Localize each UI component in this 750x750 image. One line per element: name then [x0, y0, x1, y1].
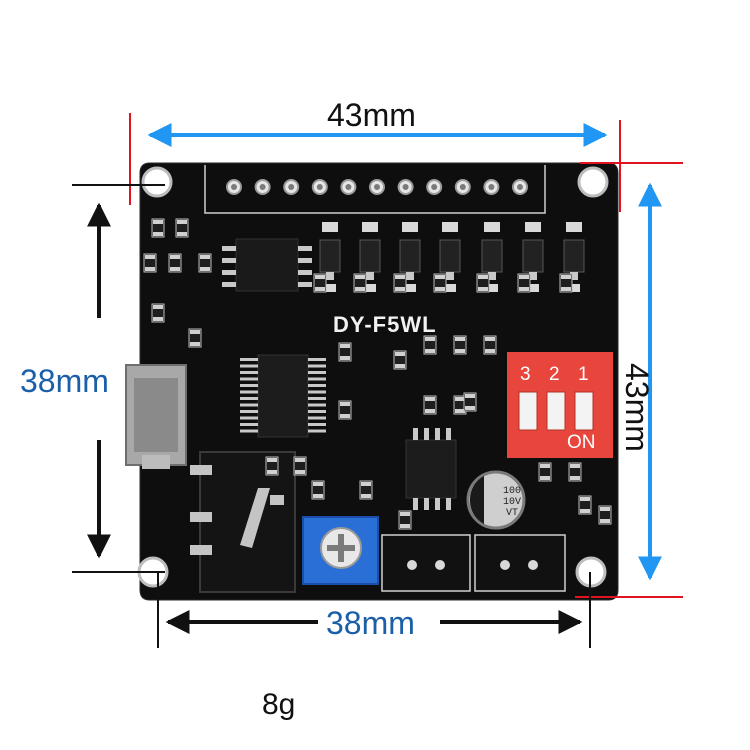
capacitor-text-line: VT — [506, 508, 519, 519]
smd-component — [175, 218, 189, 238]
smd-component — [353, 273, 367, 293]
smd-component — [517, 273, 531, 293]
smd-component — [476, 273, 490, 293]
smd-diode — [399, 222, 421, 292]
smd-component — [265, 456, 279, 476]
smd-component — [311, 480, 325, 500]
smd-component — [338, 400, 352, 420]
smd-component — [359, 480, 373, 500]
smd-component — [188, 328, 202, 348]
smd-diode — [319, 222, 341, 292]
smd-component — [568, 462, 582, 482]
bottom-width-label: 38mm — [326, 605, 415, 641]
smd-component — [538, 462, 552, 482]
potentiometer — [302, 516, 379, 585]
dip-switch — [507, 352, 613, 458]
smd-component — [338, 342, 352, 362]
capacitor — [466, 470, 526, 530]
left-height-label: 38mm — [20, 363, 109, 399]
smd-component — [578, 495, 592, 515]
smd-diodes — [319, 222, 585, 292]
smd-component — [559, 273, 573, 293]
amp-ic — [405, 428, 457, 510]
smd-component — [313, 273, 327, 293]
smd-component — [598, 505, 612, 525]
smd-diode — [439, 222, 461, 292]
smd-component — [483, 335, 497, 355]
main-ic — [240, 354, 326, 438]
capacitor-text-line: 100 — [503, 486, 522, 497]
smd-component — [151, 218, 165, 238]
smd-component — [198, 253, 212, 273]
dip-on-label: ON — [567, 432, 596, 453]
sop8-chip — [222, 238, 312, 292]
smd-component — [398, 510, 412, 530]
capacitor-text-line: 10V — [503, 497, 522, 508]
capacitor-text: 100 10V VT — [503, 486, 521, 519]
header-pins — [226, 179, 528, 195]
audio-jack — [190, 451, 296, 593]
smd-component — [143, 253, 157, 273]
dimension-right — [575, 182, 683, 598]
dip-number-2: 2 — [549, 364, 560, 385]
smd-component — [151, 303, 165, 323]
passive-components — [143, 218, 612, 530]
smd-component — [393, 350, 407, 370]
smd-diode — [563, 222, 585, 292]
smd-diode — [522, 222, 544, 292]
smd-component — [463, 392, 477, 412]
dimension-bottom — [157, 572, 591, 648]
weight-label: 8g — [262, 688, 296, 721]
dimension-top — [129, 113, 683, 212]
smd-component — [453, 335, 467, 355]
model-label: DY-F5WL — [333, 312, 437, 337]
top-width-label: 43mm — [327, 97, 416, 133]
smd-component — [423, 335, 437, 355]
smd-component — [168, 253, 182, 273]
smd-diode — [359, 222, 381, 292]
smd-diode — [481, 222, 503, 292]
dip-number-1: 1 — [578, 364, 589, 385]
dimension-left — [72, 184, 165, 573]
micro-usb — [125, 364, 187, 469]
power-connector — [474, 534, 566, 592]
right-height-label: 43mm — [619, 363, 655, 452]
speaker-connector — [381, 534, 471, 592]
smd-component — [423, 395, 437, 415]
smd-component — [293, 456, 307, 476]
smd-component — [393, 273, 407, 293]
smd-component — [433, 273, 447, 293]
dip-number-3: 3 — [520, 364, 531, 385]
